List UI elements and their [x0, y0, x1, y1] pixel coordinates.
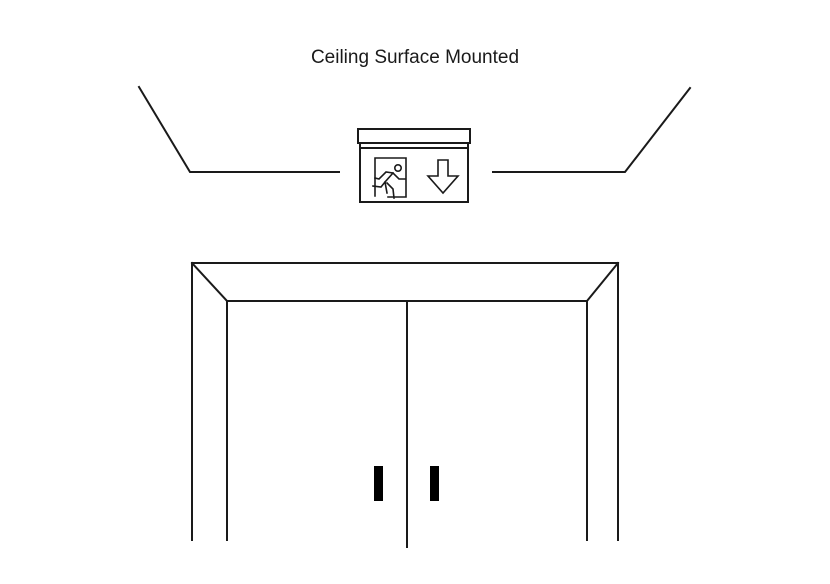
- ceiling-line-right: [492, 86, 692, 173]
- diagram-title: Ceiling Surface Mounted: [310, 47, 520, 68]
- door-frame: [190, 261, 620, 548]
- exit-sign-body: [359, 147, 469, 203]
- handle-right[interactable]: [430, 466, 439, 501]
- ceiling-line-left: [137, 85, 340, 173]
- exit-sign: [357, 128, 471, 203]
- arrow-down-icon: [426, 159, 460, 195]
- running-man-icon: [372, 157, 407, 199]
- exit-sign-canopy: [357, 128, 471, 144]
- handle-left[interactable]: [374, 466, 383, 501]
